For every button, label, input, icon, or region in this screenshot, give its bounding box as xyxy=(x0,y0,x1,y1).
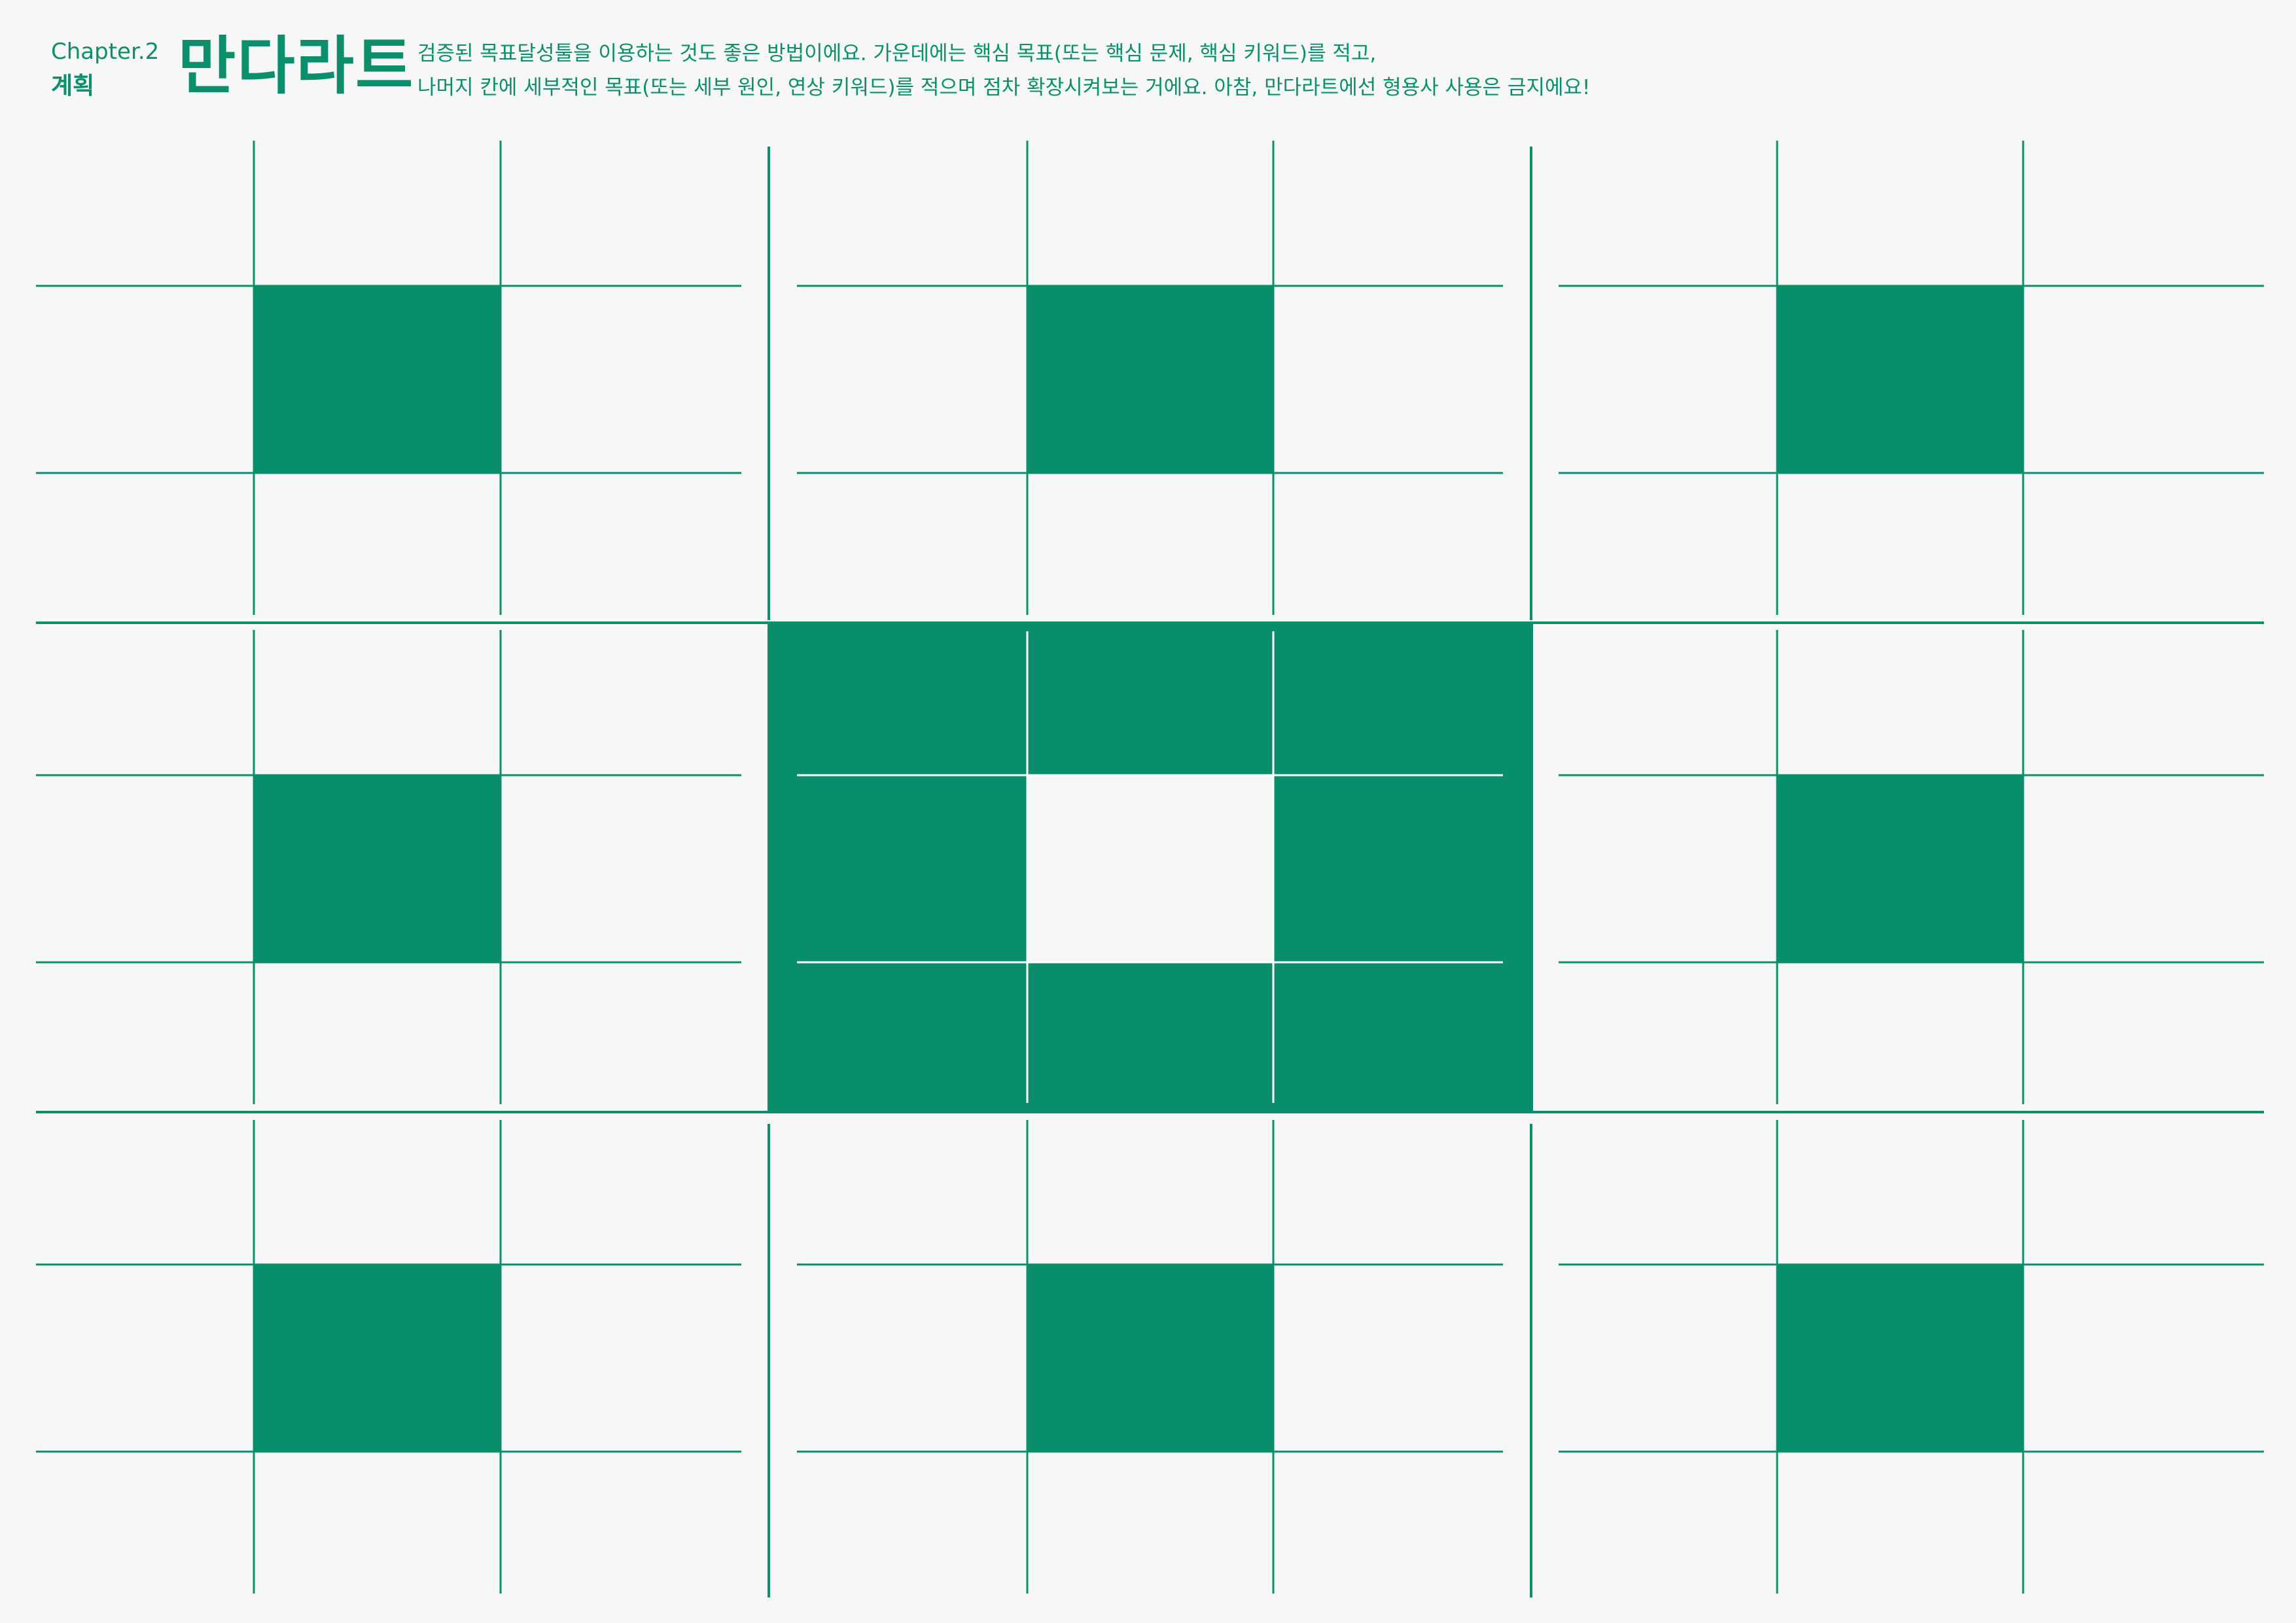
page-header: Chapter.2 계획 만다라트 검증된 목표달성툴을 이용하는 것도 좋은 … xyxy=(0,0,2296,131)
description-line-1: 검증된 목표달성툴을 이용하는 것도 좋은 방법이에요. 가운데에는 핵심 목표… xyxy=(417,42,1377,65)
sub-goal-cell xyxy=(254,286,501,473)
sub-goal-cell xyxy=(1777,1265,2023,1452)
sub-goal-cell xyxy=(1777,775,2023,962)
chapter-label: Chapter.2 xyxy=(51,39,160,65)
sub-goal-cell xyxy=(1027,1265,1273,1452)
sub-goal-cell xyxy=(254,775,501,962)
sub-goal-cell xyxy=(1027,286,1273,473)
chapter-subtitle: 계획 xyxy=(51,73,95,99)
description: 검증된 목표달성툴을 이용하는 것도 좋은 방법이에요. 가운데에는 핵심 목표… xyxy=(417,37,2250,105)
sub-goal-cell xyxy=(254,1265,501,1452)
sub-goal-cell xyxy=(1777,286,2023,473)
page-title: 만다라트 xyxy=(178,29,415,103)
core-goal-cell xyxy=(1027,775,1273,962)
description-line-2: 나머지 칸에 세부적인 목표(또는 세부 원인, 연상 키워드)를 적으며 점차… xyxy=(417,76,1591,99)
